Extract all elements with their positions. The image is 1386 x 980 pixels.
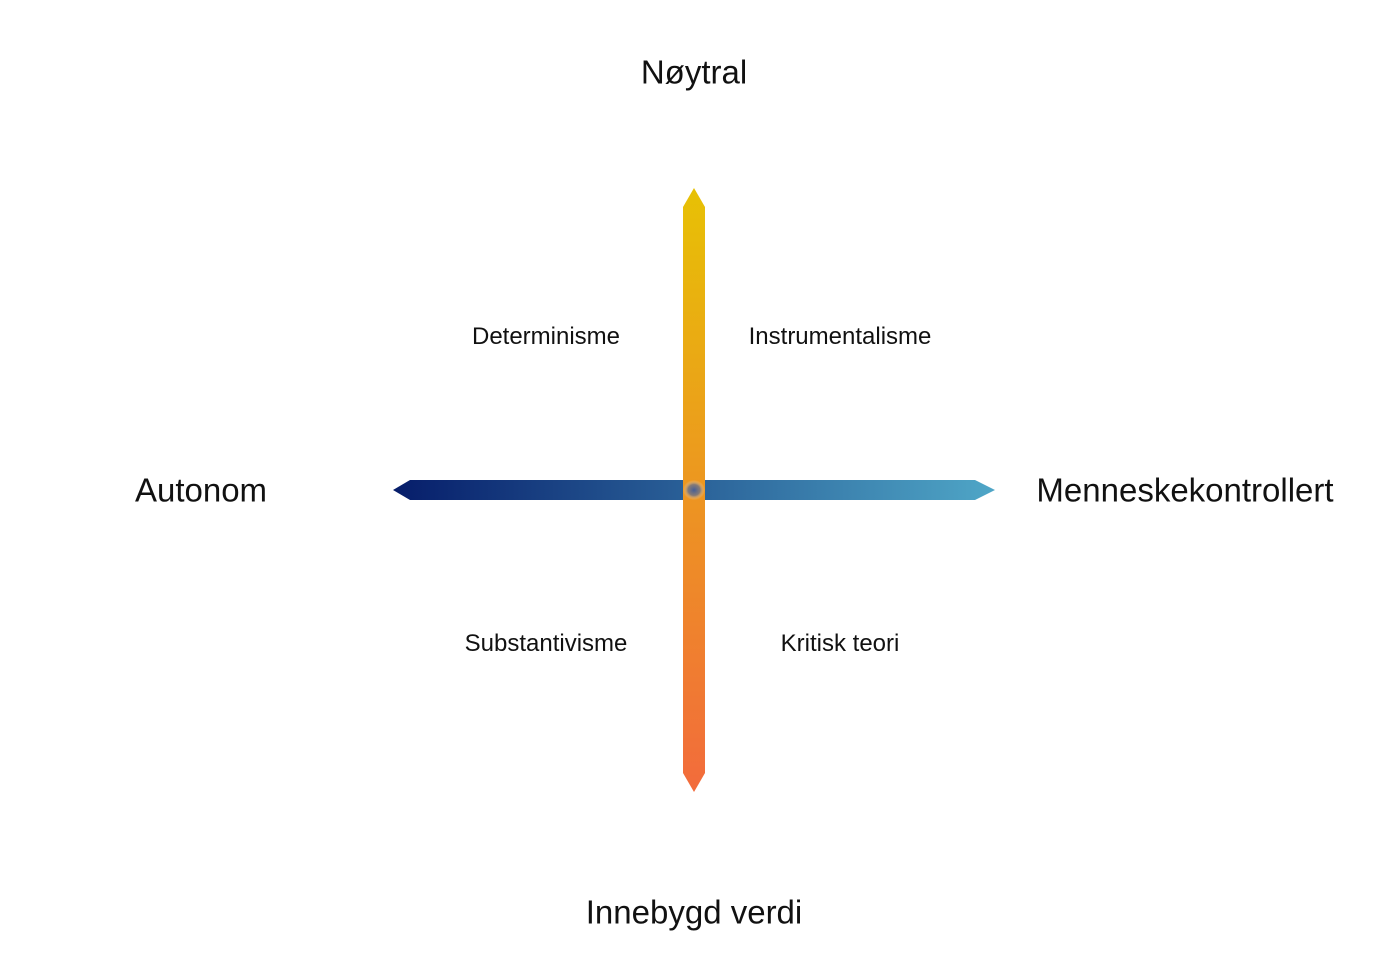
- axis-center-overlap: [683, 480, 705, 500]
- right-axis-label: Menneskekontrollert: [1036, 471, 1334, 509]
- bottom-axis-label: Innebygd verdi: [585, 893, 803, 931]
- quadrant-top-right-label: Instrumentalisme: [748, 323, 932, 350]
- quadrant-bottom-right-label: Kritisk teori: [780, 630, 900, 657]
- quadrant-top-left-label: Determinisme: [471, 323, 621, 350]
- quadrant-bottom-left-label: Substantivisme: [464, 630, 628, 657]
- left-axis-label: Autonom: [134, 471, 268, 509]
- top-axis-label: Nøytral: [640, 53, 748, 91]
